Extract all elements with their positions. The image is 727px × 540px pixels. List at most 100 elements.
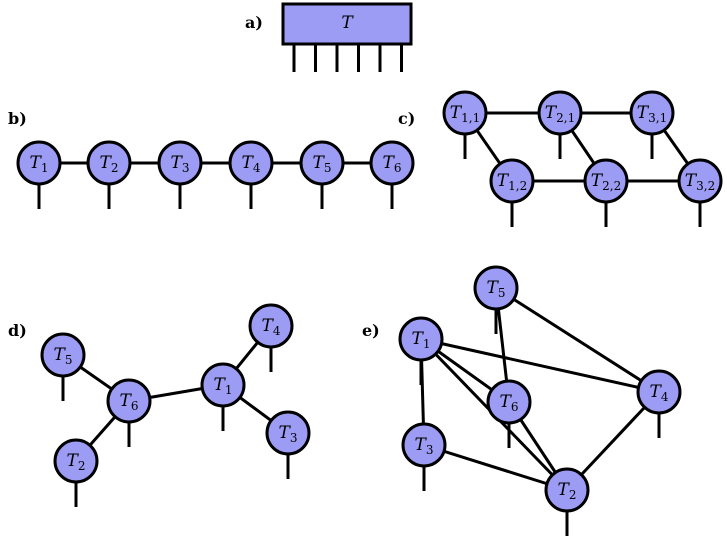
tensor-node-label: T1,1 — [450, 103, 480, 125]
tensor-node-circle — [544, 467, 590, 513]
tensor-node-label: T1 — [30, 153, 49, 175]
tensor-node-circle — [537, 90, 583, 136]
node-label-subscript: 1 — [423, 337, 431, 351]
node-label-subscript: 2,1 — [556, 111, 575, 125]
tensor-node-label: T3,2 — [685, 171, 715, 193]
tensor-node-circle — [228, 140, 274, 186]
tensor-node-circle — [401, 422, 447, 468]
node-label-subscript: 1,1 — [461, 111, 480, 125]
node-label-base: T — [545, 103, 558, 123]
panel-label-d: d) — [8, 321, 27, 340]
tensor-label: T — [341, 13, 354, 33]
tensor-node-chain-1: T1 — [16, 140, 62, 209]
tensor-node-ladder-5: T2,2 — [583, 158, 629, 227]
tensor-node-tree-5: T3 — [265, 410, 311, 479]
network-edge — [494, 286, 661, 394]
tensor-node-tree-1: T4 — [248, 303, 294, 372]
node-label-base: T — [214, 375, 227, 395]
node-label-base: T — [450, 103, 463, 123]
tensor-node-chain-5: T5 — [299, 140, 345, 209]
tensor-node-circle — [299, 140, 345, 186]
node-label-base: T — [242, 153, 255, 173]
tensor-node-tree-4: T6 — [106, 378, 152, 447]
tensor-node-circle — [636, 369, 682, 415]
panel-label-c: c) — [398, 109, 415, 128]
tensor-node-tree-2: T5 — [40, 332, 86, 401]
network-edge — [422, 443, 569, 492]
tensor-node-tree-6: T2 — [53, 438, 99, 507]
node-label-subscript: 3 — [290, 431, 298, 445]
tensor-node-label: T2 — [100, 153, 119, 175]
tensor-node-label: T3 — [415, 435, 434, 457]
tensor-node-label: T4 — [650, 382, 669, 404]
tensor-node-label: T2,2 — [591, 171, 621, 193]
node-label-subscript: 1,2 — [508, 179, 527, 193]
tensor-node-circle — [16, 140, 62, 186]
node-label-base: T — [591, 171, 604, 191]
node-label-base: T — [415, 435, 428, 455]
tensor-box — [281, 2, 413, 46]
node-label-subscript: 6 — [394, 161, 402, 175]
tensor-node-graph-3: T6 — [486, 379, 532, 448]
tensor-node-label: T3,1 — [637, 103, 667, 125]
node-label-subscript: 3,1 — [648, 111, 667, 125]
node-label-base: T — [637, 103, 650, 123]
tensor-node-graph-6: T2 — [544, 467, 590, 536]
tensor-node-graph-5: T3 — [401, 422, 447, 491]
node-label-base: T — [497, 171, 510, 191]
node-label-base: T — [279, 423, 292, 443]
tensor-node-ladder-2: T2,1 — [537, 90, 583, 159]
node-label-subscript: 5 — [65, 353, 73, 367]
node-label-subscript: 5 — [324, 161, 332, 175]
tensor-node-circle — [106, 378, 152, 424]
tensor-node-circle — [629, 90, 675, 136]
node-label-base: T — [383, 153, 396, 173]
panel-label-e: e) — [362, 321, 380, 340]
tensor-node-ladder-4: T1,2 — [489, 158, 535, 227]
tensor-node-graph-1: T5 — [473, 265, 519, 334]
panel-label-b: b) — [8, 109, 27, 128]
node-label-subscript: 1 — [225, 383, 233, 397]
node-label-base: T — [120, 391, 133, 411]
node-label-base: T — [30, 153, 43, 173]
tensor-node-circle — [369, 140, 415, 186]
tensor-node-circle — [486, 379, 532, 425]
node-label-subscript: 2 — [78, 459, 86, 473]
node-label-base: T — [171, 153, 184, 173]
tensor-node-label: T6 — [500, 392, 519, 414]
tensor-node-chain-2: T2 — [86, 140, 132, 209]
panel-a-tensor: T — [281, 2, 413, 72]
node-label-subscript: 2 — [111, 161, 119, 175]
network-edge — [419, 337, 661, 394]
node-label-base: T — [54, 345, 67, 365]
tensor-node-circle — [40, 332, 86, 378]
tensor-node-circle — [677, 158, 723, 204]
node-label-subscript: 6 — [131, 399, 139, 413]
tensor-node-circle — [489, 158, 535, 204]
tensor-node-label: T5 — [487, 278, 506, 300]
tensor-node-ladder-3: T3,1 — [629, 90, 675, 159]
tensor-node-chain-6: T6 — [369, 140, 415, 209]
tensor-node-label: T3 — [171, 153, 190, 175]
tensor-node-circle — [473, 265, 519, 311]
node-label-subscript: 6 — [511, 400, 519, 414]
node-label-base: T — [100, 153, 113, 173]
tensor-node-graph-4: T4 — [636, 369, 682, 438]
node-label-base: T — [487, 278, 500, 298]
node-label-subscript: 4 — [253, 161, 261, 175]
node-label-subscript: 2 — [569, 488, 577, 502]
node-label-base: T — [313, 153, 326, 173]
tensor-node-circle — [265, 410, 311, 456]
node-label-base: T — [685, 171, 698, 191]
tensor-node-circle — [53, 438, 99, 484]
tensor-node-label: T1 — [412, 329, 431, 351]
node-label-base: T — [262, 316, 275, 336]
panel-label-a: a) — [245, 13, 263, 32]
tensor-node-circle — [86, 140, 132, 186]
tensor-node-circle — [442, 90, 488, 136]
tensor-node-label: T1,2 — [497, 171, 527, 193]
tensor-node-label: T2 — [67, 451, 86, 473]
